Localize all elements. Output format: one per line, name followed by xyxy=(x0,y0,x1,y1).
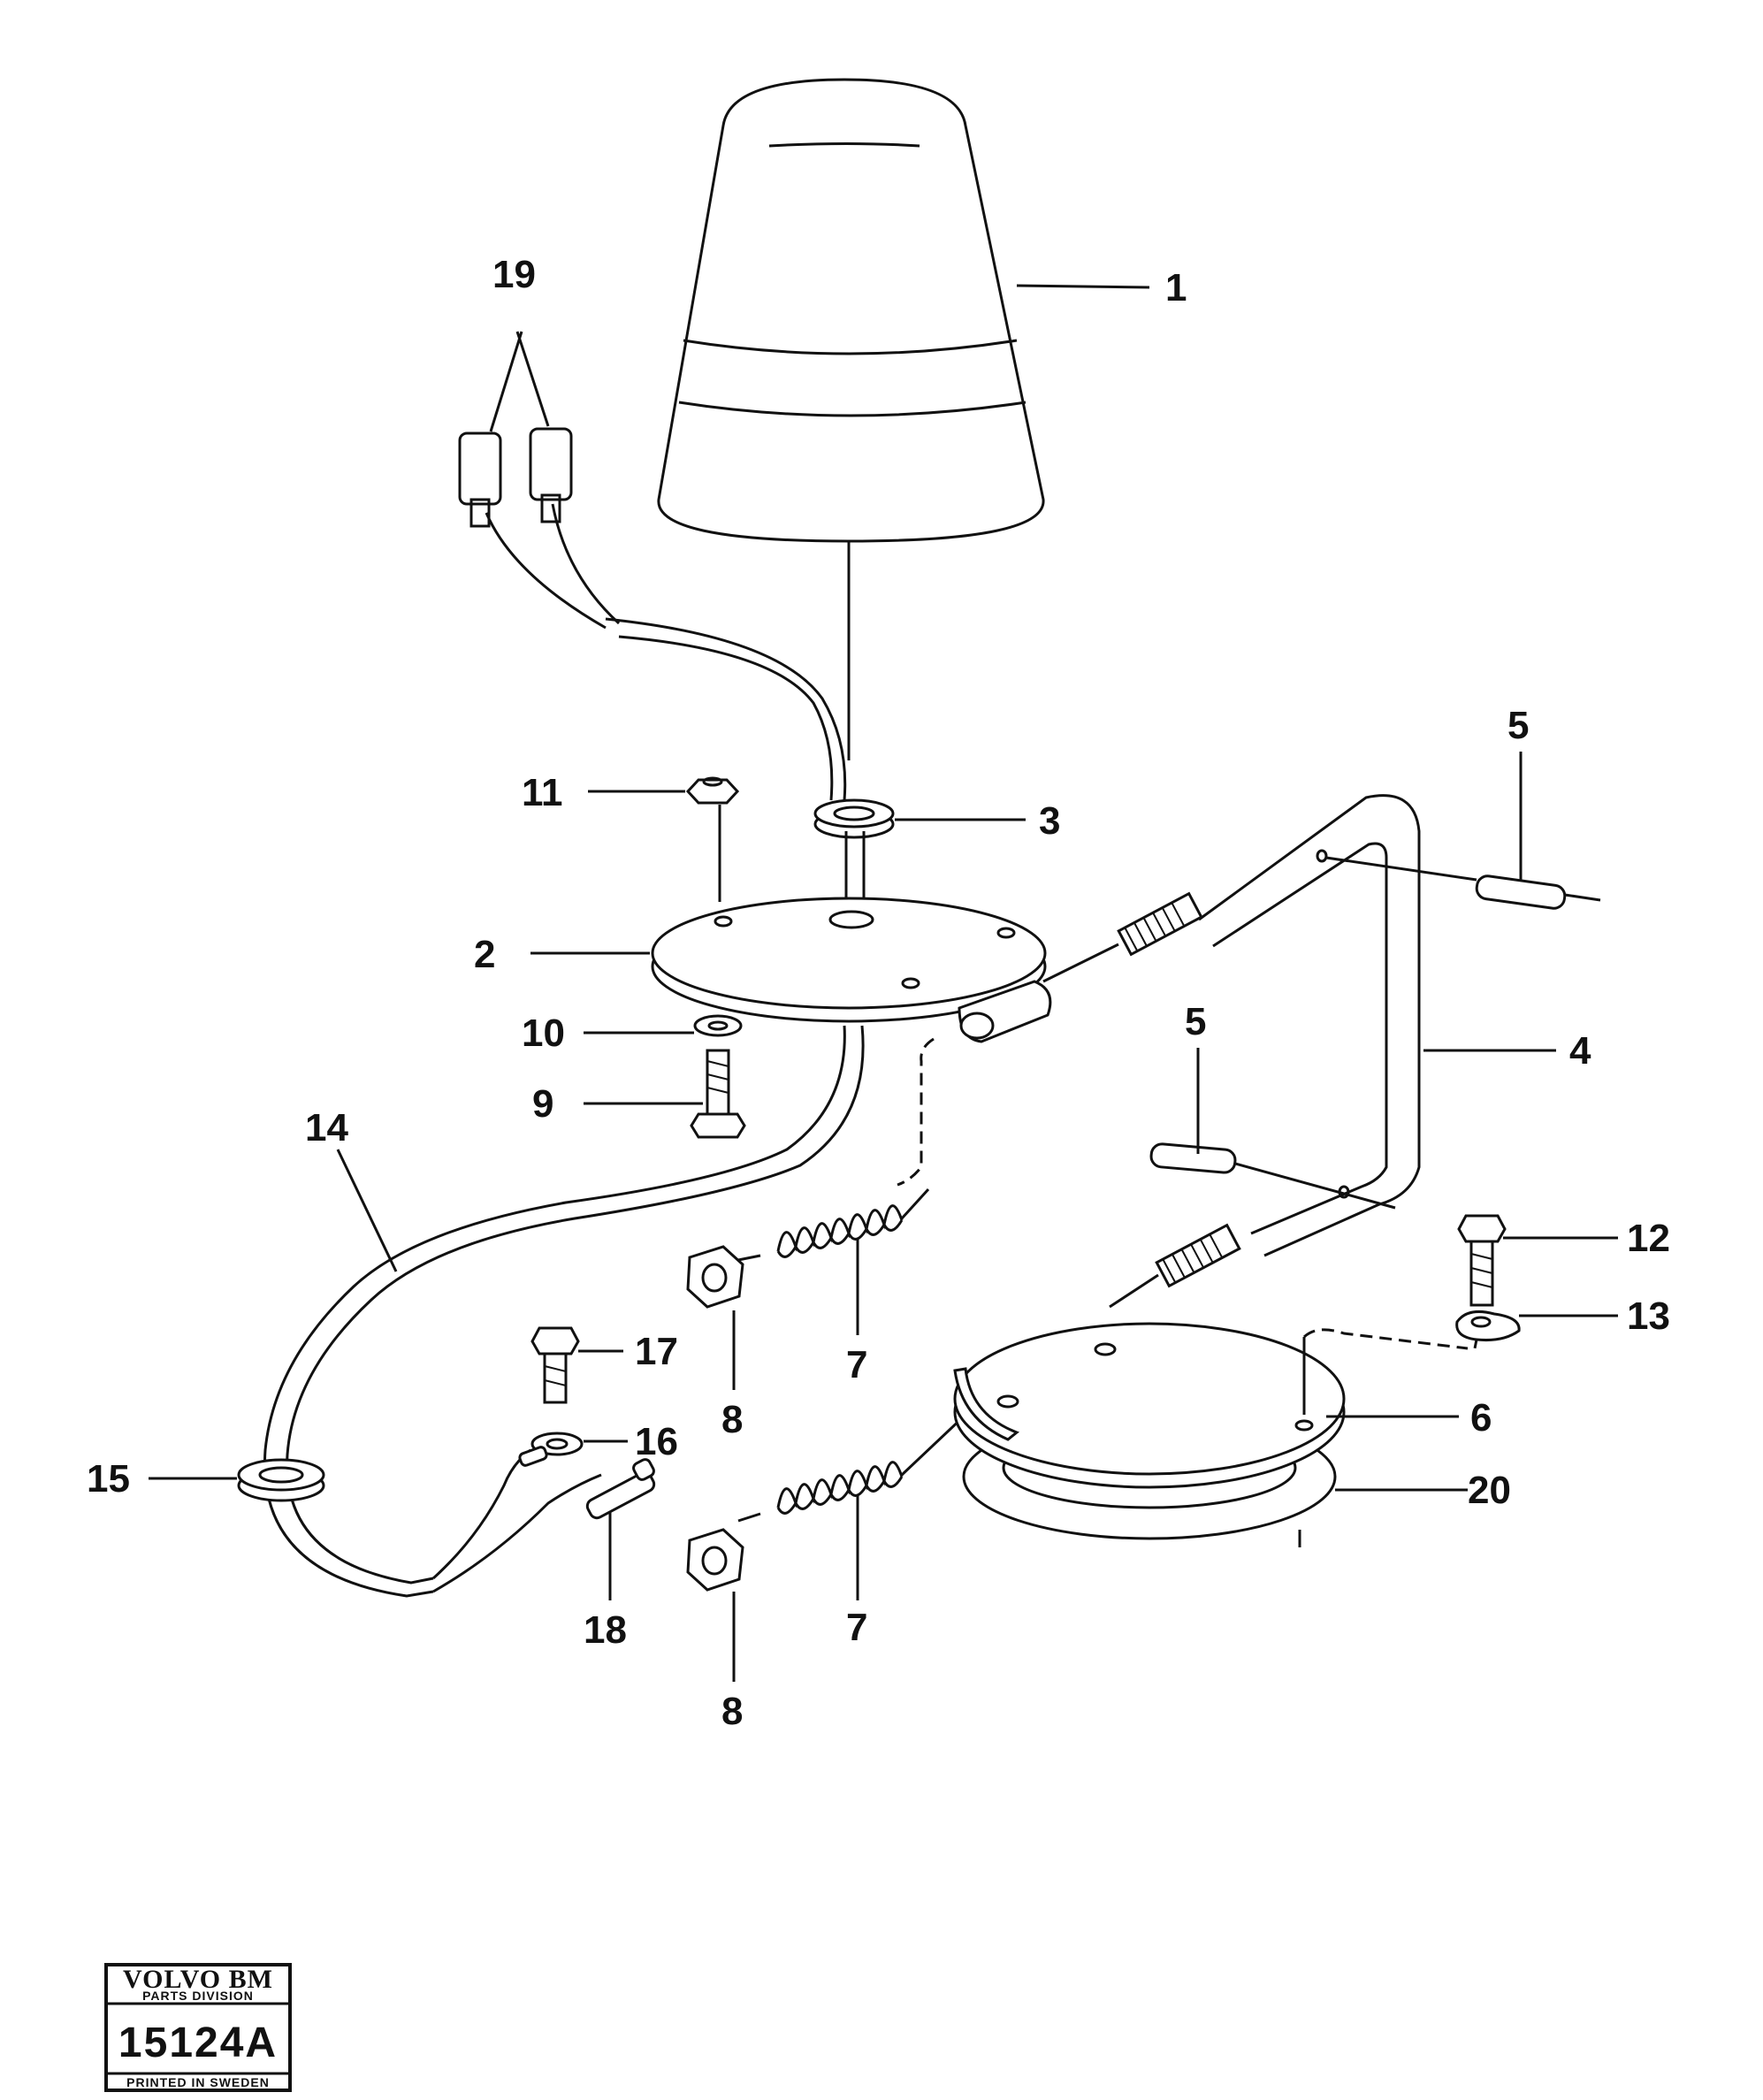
callout-12: 12 xyxy=(1627,1217,1670,1260)
beacon-dome xyxy=(657,78,1045,760)
callout-5a: 5 xyxy=(1507,704,1529,747)
cable-14 xyxy=(263,1025,865,1598)
pin-5-upper xyxy=(1325,856,1601,910)
callout-9: 9 xyxy=(532,1082,553,1126)
callout-14: 14 xyxy=(305,1106,348,1149)
stamp-division: PARTS DIVISION xyxy=(142,1989,254,2003)
nut-8-upper xyxy=(686,1245,744,1309)
leader-lines xyxy=(149,284,1618,1682)
callout-18: 18 xyxy=(584,1608,627,1652)
nut-11 xyxy=(685,776,740,902)
ring-terminal-16 xyxy=(518,1432,584,1467)
callout-7a: 7 xyxy=(846,1343,867,1386)
callout-10: 10 xyxy=(522,1012,565,1055)
nut-8-lower xyxy=(686,1528,744,1592)
callout-20: 20 xyxy=(1468,1469,1511,1512)
base-plate xyxy=(651,897,1052,1187)
callout-19: 19 xyxy=(492,253,536,296)
wire-harness-connectors xyxy=(458,427,847,801)
callout-16: 16 xyxy=(635,1420,678,1463)
stamp-brand: VOLVO BM xyxy=(123,1965,273,1994)
pin-5-lower xyxy=(1149,1142,1396,1210)
callout-labels: 1 2 3 4 5 5 6 7 7 8 8 9 10 11 12 13 14 1… xyxy=(87,253,1670,1733)
callout-3: 3 xyxy=(1039,799,1060,843)
mounting-plate-6 xyxy=(953,1322,1469,1489)
spring-7-upper xyxy=(737,1187,930,1262)
callout-6: 6 xyxy=(1470,1396,1492,1439)
callout-2: 2 xyxy=(474,933,495,976)
stamp-number: 15124A xyxy=(118,2020,278,2066)
screw-9 xyxy=(690,1049,746,1139)
callout-4: 4 xyxy=(1569,1029,1591,1073)
screw-12 xyxy=(1457,1214,1507,1307)
callout-1: 1 xyxy=(1165,266,1187,309)
callout-11: 11 xyxy=(522,771,563,814)
stamp-footer: PRINTED IN SWEDEN xyxy=(126,2075,270,2089)
callout-5b: 5 xyxy=(1185,1000,1206,1043)
callout-17: 17 xyxy=(635,1330,678,1373)
callout-7b: 7 xyxy=(846,1606,867,1649)
callout-8a: 8 xyxy=(721,1398,743,1441)
washer-10 xyxy=(693,1014,743,1037)
parts-division-stamp: VOLVO BM PARTS DIVISION 15124A PRINTED I… xyxy=(104,1963,292,2092)
clip-13 xyxy=(1455,1310,1521,1349)
callout-15: 15 xyxy=(87,1457,130,1501)
grommet-15 xyxy=(237,1458,325,1502)
screw-17 xyxy=(530,1326,580,1404)
spade-terminal-18 xyxy=(585,1458,656,1600)
bracket-4 xyxy=(1042,794,1421,1309)
callout-8b: 8 xyxy=(721,1690,743,1733)
spring-7-lower xyxy=(737,1413,967,1523)
callout-13: 13 xyxy=(1627,1294,1670,1338)
